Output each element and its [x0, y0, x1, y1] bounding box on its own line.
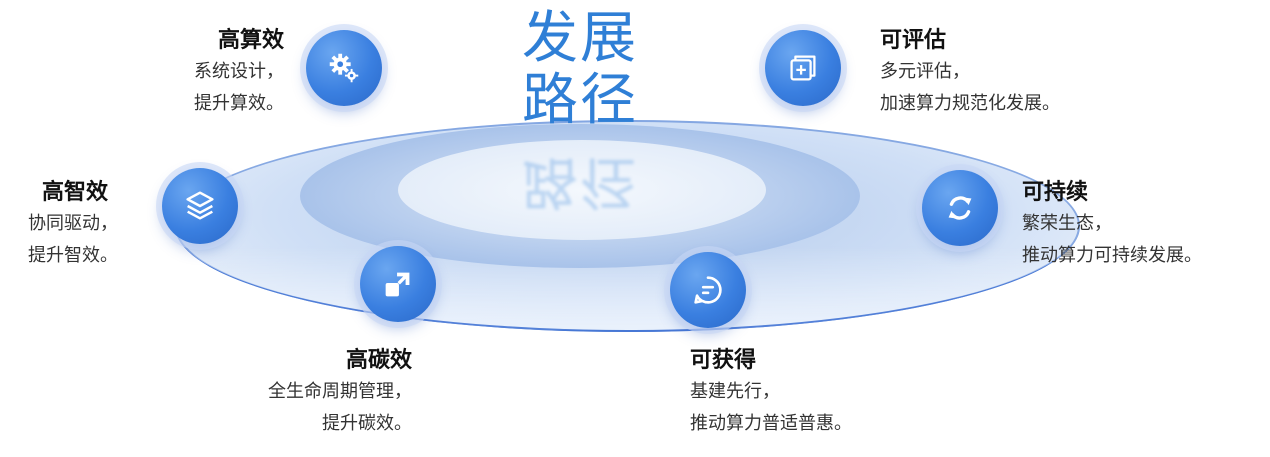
block-obtainable: 可获得 基建先行， 推动算力普适普惠。 — [690, 346, 852, 440]
center-title-reflection: 路径 — [522, 149, 638, 214]
title-high-compute: 高算效 — [217, 28, 284, 53]
title-high-carbon: 高碳效 — [345, 348, 412, 373]
refresh-icon — [948, 196, 972, 220]
desc-high-carbon-2: 提升碳效。 — [322, 413, 412, 434]
layers-icon — [186, 191, 214, 220]
desc-sustainable-1: 繁荣生态， — [1022, 213, 1112, 234]
center-title-line2: 路径 — [522, 68, 638, 133]
desc-high-compute-2: 提升算效。 — [194, 93, 284, 114]
node-obtainable — [670, 252, 746, 328]
desc-evaluable-2: 加速算力规范化发展。 — [880, 93, 1060, 114]
block-high-intel: 高智效 协同驱动， 提升智效。 — [28, 178, 118, 272]
center-title-line1: 发展 — [522, 6, 638, 71]
title-high-intel: 高智效 — [41, 180, 108, 205]
add-square-icon — [790, 55, 816, 81]
gears-icon — [329, 53, 359, 83]
node-high-intel — [162, 168, 238, 244]
inner-ring — [398, 140, 766, 240]
node-high-compute — [306, 30, 382, 106]
expand-arrow-icon — [385, 272, 410, 297]
chat-bubble-icon — [694, 276, 722, 304]
desc-obtainable-2: 推动算力普适普惠。 — [690, 413, 852, 434]
desc-high-compute-1: 系统设计， — [194, 61, 284, 82]
title-obtainable: 可获得 — [690, 348, 757, 373]
node-evaluable — [765, 30, 841, 106]
center-title: 发展 路径 — [510, 8, 650, 132]
desc-obtainable-1: 基建先行， — [690, 381, 780, 402]
desc-high-carbon-1: 全生命周期管理， — [268, 381, 412, 402]
desc-evaluable-1: 多元评估， — [880, 61, 970, 82]
block-sustainable: 可持续 繁荣生态， 推动算力可持续发展。 — [1022, 178, 1202, 272]
block-high-compute: 高算效 系统设计， 提升算效。 — [194, 26, 284, 120]
node-sustainable — [922, 170, 998, 246]
title-sustainable: 可持续 — [1022, 180, 1089, 205]
title-evaluable: 可评估 — [880, 28, 947, 53]
block-evaluable: 可评估 多元评估， 加速算力规范化发展。 — [880, 26, 1060, 120]
desc-high-intel-2: 提升智效。 — [28, 245, 118, 266]
node-high-carbon — [360, 246, 436, 322]
desc-sustainable-2: 推动算力可持续发展。 — [1022, 245, 1202, 266]
desc-high-intel-1: 协同驱动， — [28, 213, 118, 234]
block-high-carbon: 高碳效 全生命周期管理， 提升碳效。 — [268, 346, 412, 440]
